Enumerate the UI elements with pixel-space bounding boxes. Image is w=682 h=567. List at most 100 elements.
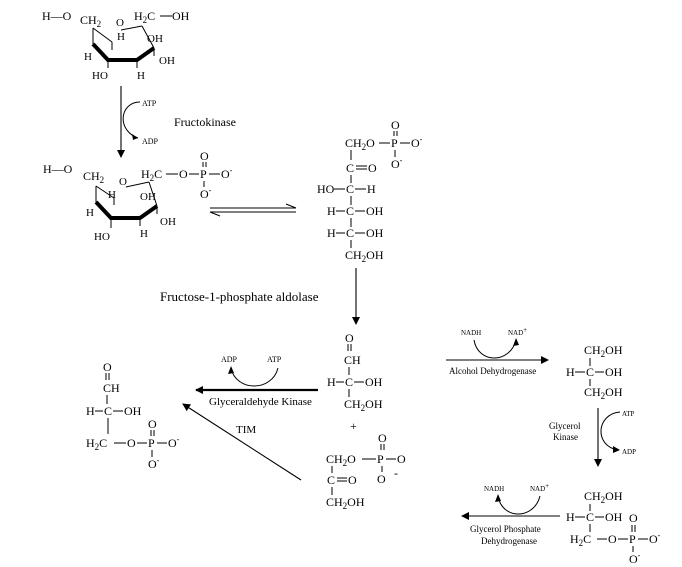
f1p-open-c5-oh: OH — [366, 226, 384, 240]
f1p-p-o-bottom: O- — [200, 186, 212, 201]
glyceraldehyde-kinase-adp: ADP — [221, 355, 238, 364]
fructokinase-step: ATP ADP Fructokinase — [117, 86, 236, 158]
f1p-ho-bottom: HO — [94, 231, 110, 243]
glyceraldehyde-ch2oh: CH2OH — [344, 397, 383, 413]
fructose-ch2: CH2 — [80, 13, 101, 29]
glycerol-kinase-step: ATP ADP Glycerol Kinase — [549, 408, 636, 467]
g3p-p: P — [148, 436, 155, 450]
glycerol-3-phosphate: CH2OH H C OH H2C O P O- O O- — [566, 489, 661, 566]
fructose-h2c: H2C — [134, 9, 155, 25]
fructose-ho-left: H—O — [42, 9, 72, 23]
fructose-h-3: H — [137, 70, 145, 82]
g3p-o: O — [103, 360, 112, 374]
dhap-ch2o: CH2O — [326, 452, 356, 468]
f1p-oh-2: OH — [160, 216, 176, 228]
plus-sign: + — [350, 419, 357, 433]
gly3p-c: C — [586, 510, 594, 524]
glyceraldehyde-h: H — [327, 375, 336, 389]
glycerol-oh: OH — [605, 365, 623, 379]
g3p-c: C — [104, 404, 112, 418]
gly3p-o-link: O — [608, 532, 617, 546]
tim-label: TIM — [236, 424, 256, 436]
glyceraldehyde-kinase-label: Glyceraldehyde Kinase — [209, 396, 312, 408]
fructose-1-phosphate-ring: H—O CH2 O H2C O P O- O O- H OH H OH HO H — [43, 149, 233, 243]
g3p-h: H — [86, 404, 95, 418]
alcohol-dehydrogenase-nadh: NADH — [461, 329, 481, 337]
g3p-p-o-bottom: O- — [148, 456, 160, 471]
g3p-dehydrogenase-label-2: Dehydrogenase — [481, 536, 537, 546]
f1p-p: P — [200, 167, 207, 181]
dhap-ch2oh: CH2OH — [326, 495, 365, 511]
gly3p-oh: OH — [605, 510, 623, 524]
alcohol-dehydrogenase-label: Alcohol Dehydrogenase — [449, 366, 536, 376]
glyceraldehyde-3-phosphate: O CH H C OH H2C O P O- O O- — [86, 360, 180, 471]
g3p-h2c: H2C — [86, 436, 107, 452]
fructokinase-atp: ATP — [142, 99, 157, 108]
f1p-ch2: CH2 — [83, 169, 104, 185]
g3p-dehydrogenase-nad: NAD+ — [530, 482, 549, 493]
f1p-open-ch2o: CH2O — [345, 136, 375, 152]
fructose-h-1: H — [117, 31, 125, 43]
glycerol-h: H — [566, 365, 575, 379]
dihydroxyacetone-phosphate: O CH2O P O O - C O CH2OH — [326, 431, 406, 511]
dhap-c-o: O — [348, 473, 357, 487]
dhap-c: C — [327, 473, 335, 487]
f1p-open-o-bottom: O- — [391, 156, 403, 171]
f1p-o-right: O- — [221, 166, 233, 181]
gly3p-p-o-bottom: O- — [629, 551, 641, 566]
fructose-ring-o: O — [116, 17, 124, 29]
alcohol-dehydrogenase-nad: NAD+ — [508, 326, 527, 337]
glycerol-ch2oh-bottom: CH2OH — [584, 385, 623, 401]
fructokinase-label: Fructokinase — [174, 115, 236, 129]
aldolase-label: Fructose-1-phosphate aldolase — [160, 289, 319, 304]
fructose-h-2: H — [84, 51, 92, 63]
gly3p-p-o-top: O — [629, 511, 638, 525]
f1p-open-ho: HO — [317, 182, 335, 196]
f1p-open-c3: C — [346, 182, 354, 196]
f1p-ho-left: H—O — [43, 162, 73, 176]
gly3p-o-right: O- — [649, 531, 661, 546]
glycerol-phosphate-dehydrogenase-step: NADH NAD+ Glycerol Phosphate Dehydrogena… — [461, 482, 560, 546]
f1p-open-o-right: O- — [411, 135, 423, 150]
f1p-open-c4-oh: OH — [366, 204, 384, 218]
f1p-open-c4-h: H — [327, 204, 336, 218]
glyceraldehyde-kinase-atp: ATP — [267, 355, 282, 364]
g3p-o-right: O- — [168, 435, 180, 450]
gly3p-ch2oh: CH2OH — [584, 489, 623, 505]
glycerol-kinase-adp: ADP — [622, 448, 636, 456]
g3p-dehydrogenase-nadh: NADH — [484, 485, 504, 493]
g3p-p-o-top: O — [148, 417, 157, 431]
glyceraldehyde-molecule: O CH H C OH CH2OH — [327, 331, 383, 413]
f1p-o: O — [179, 167, 188, 181]
equilibrium-arrows — [209, 203, 297, 217]
glyceraldehyde-kinase-step: ADP ATP Glyceraldehyde Kinase — [195, 355, 318, 408]
fructose-oh-top: OH — [172, 9, 190, 23]
fructose-oh-2: OH — [159, 55, 175, 67]
f1p-open-c5: C — [346, 226, 354, 240]
f1p-open-o-top: O — [391, 118, 400, 132]
fructose-1-phosphate-open-chain: CH2O P O- O O- C O HO C H H C OH H C OH … — [317, 118, 423, 264]
f1p-open-c2-o: O — [368, 161, 377, 175]
glycerol-kinase-label-1: Glycerol — [549, 421, 581, 431]
gly3p-p: P — [629, 532, 636, 546]
glyceraldehyde-c: C — [345, 375, 353, 389]
f1p-oh-1: OH — [140, 191, 156, 203]
g3p-dehydrogenase-label-1: Glycerol Phosphate — [470, 524, 541, 534]
g3p-o-link: O — [127, 436, 136, 450]
fructokinase-adp: ADP — [142, 137, 159, 146]
f1p-open-ch2oh: CH2OH — [345, 248, 384, 264]
dhap-minus: - — [394, 466, 398, 480]
f1p-open-c4: C — [346, 204, 354, 218]
f1p-h-2: H — [86, 207, 94, 219]
f1p-h2c: H2C — [141, 167, 162, 183]
tim-step: TIM — [182, 403, 302, 481]
aldolase-step: Fructose-1-phosphate aldolase — [160, 268, 360, 325]
glycerol-molecule: CH2OH H C OH CH2OH — [566, 343, 623, 401]
glycerol-kinase-atp: ATP — [622, 410, 635, 418]
dhap-p-o-bottom: O — [377, 472, 386, 486]
glycerol-ch2oh-top: CH2OH — [584, 343, 623, 359]
dhap-p: P — [377, 452, 384, 466]
dhap-p-o-right: O — [397, 452, 406, 466]
glyceraldehyde-oh: OH — [365, 375, 383, 389]
